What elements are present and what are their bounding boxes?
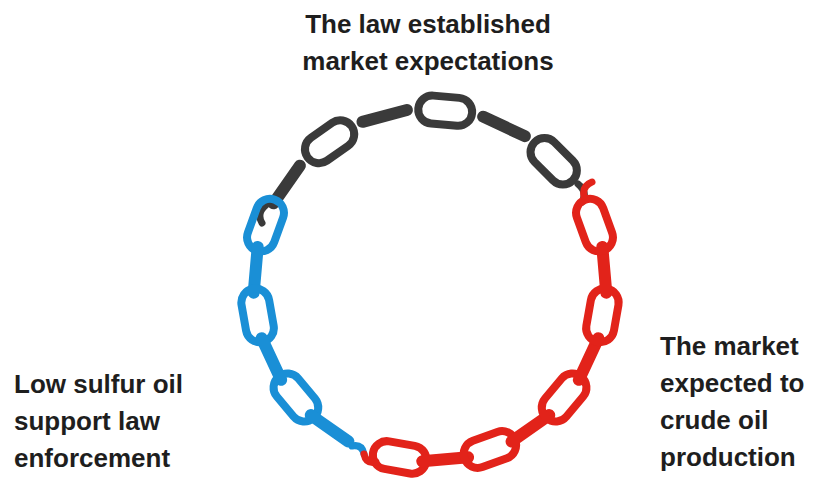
chain-label: Low sulfur oil support law enforcement bbox=[14, 366, 254, 477]
chain-label: The law established market expectations bbox=[278, 6, 578, 80]
blue-chain bbox=[239, 195, 364, 454]
gray-chain bbox=[260, 94, 585, 223]
red-chain bbox=[364, 182, 621, 476]
chain-label: The market expected to crude oil product… bbox=[660, 328, 810, 476]
